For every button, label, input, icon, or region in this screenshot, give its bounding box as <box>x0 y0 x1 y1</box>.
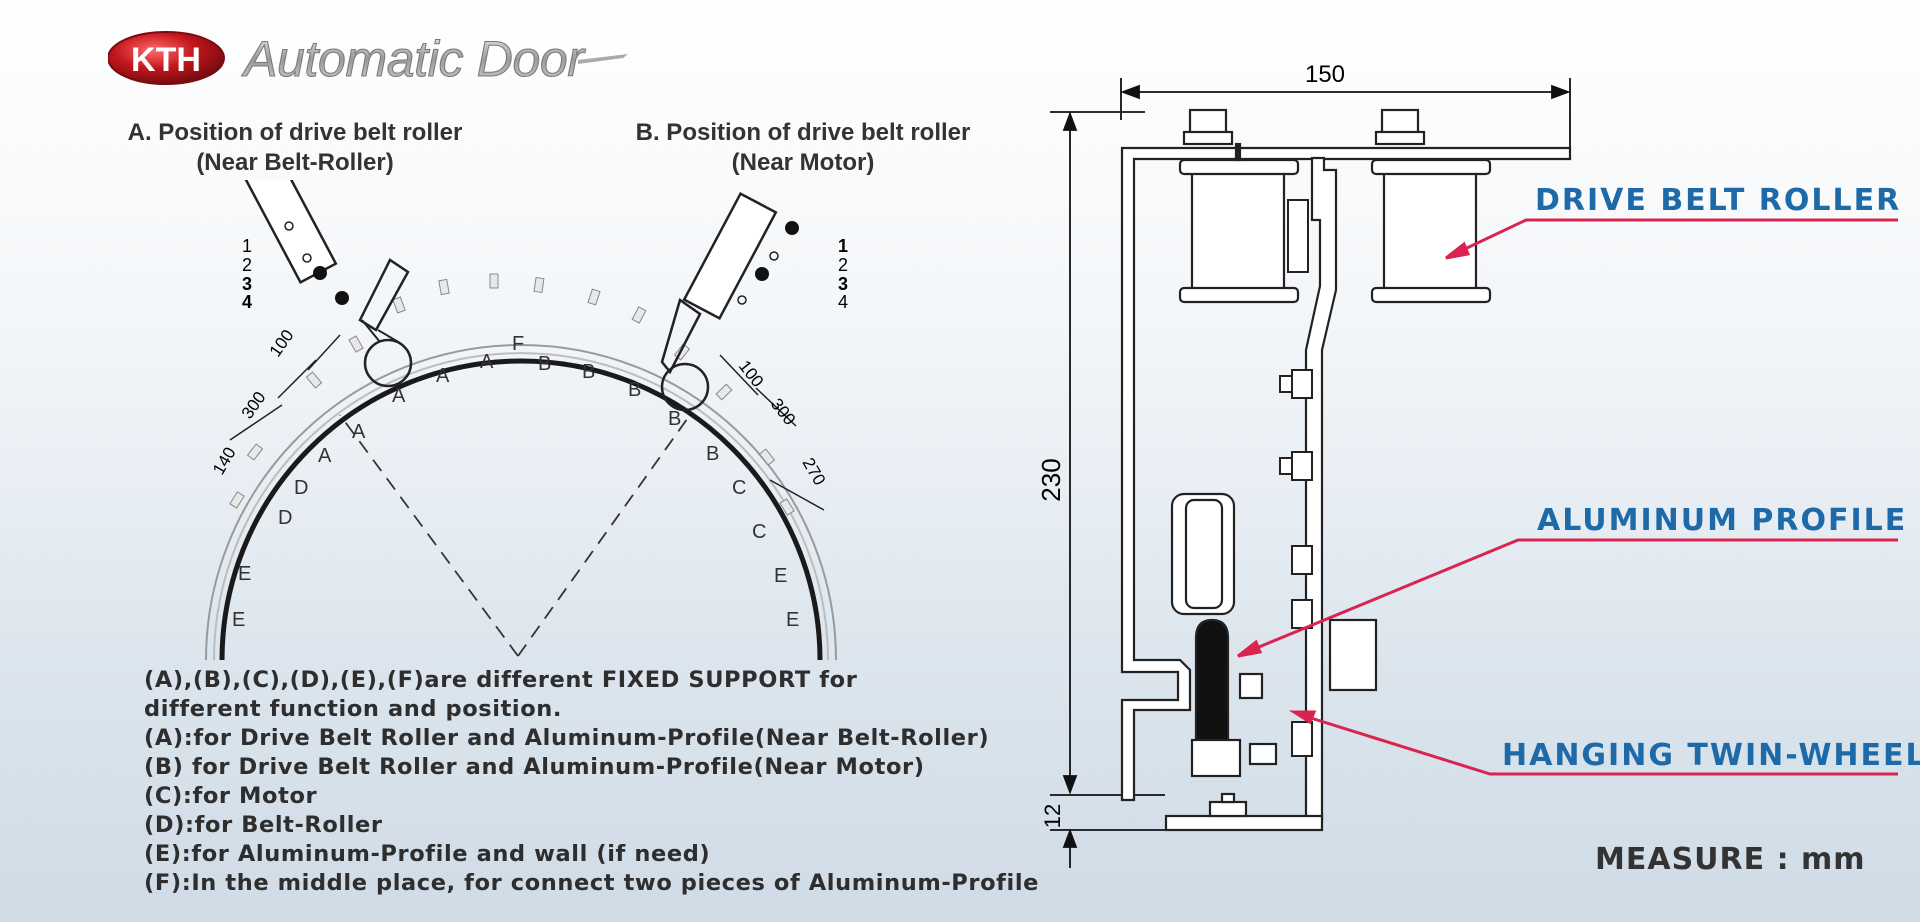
label-d-2: D <box>278 507 292 529</box>
label-a-2: A <box>436 365 450 387</box>
label-d-1: D <box>294 477 308 499</box>
aluminum-profile <box>1304 156 1338 822</box>
arc-middle <box>213 352 829 660</box>
label-a-1: A <box>392 385 406 407</box>
support-position-arc-diagram: 100 300 140 100 300 270 A A A A A F B B … <box>205 180 848 660</box>
drive-belt-roller-left <box>1178 108 1300 304</box>
label-b-3: B <box>628 379 641 401</box>
profile-slot <box>1287 199 1309 273</box>
roller-holes-a: 1 2 3 4 <box>242 236 252 312</box>
logo-wordmark: Automatic Door <box>241 31 586 87</box>
measure-unit-label: MEASURE : mm <box>1595 842 1866 877</box>
caption-a-line1: A. Position of drive belt roller <box>127 119 463 146</box>
caption-b-line2: (Near Motor) <box>731 149 875 176</box>
arc-profile <box>219 358 823 660</box>
profile-bolts <box>1279 369 1313 757</box>
dim-bottom-label: 12 <box>1040 804 1065 828</box>
callout-hanging-twin-wheel: HANGING TWIN-WHEEL <box>1502 738 1920 773</box>
hole-label-1-a: 1 <box>242 236 252 256</box>
callout-lines <box>1237 218 1898 776</box>
caption-position-a: A. Position of drive belt roller (Near B… <box>100 118 490 178</box>
roller-holes-b: 1 2 3 4 <box>838 236 848 312</box>
dim-140: 140 <box>209 444 240 478</box>
dim-100-right: 100 <box>735 357 767 391</box>
logo-badge-text: KTH <box>131 41 201 79</box>
note-line-4: (B) for Drive Belt Roller and Aluminum-P… <box>144 754 925 780</box>
callout-aluminum-profile: ALUMINUM PROFILE <box>1537 503 1908 538</box>
arc-outer <box>205 344 837 660</box>
support-tabs <box>229 273 795 516</box>
label-a-5: A <box>318 445 332 467</box>
dim-width-label: 150 <box>1305 61 1345 88</box>
hole-label-4-a: 4 <box>242 292 252 312</box>
note-line-6: (D):for Belt-Roller <box>144 812 383 838</box>
base-plate <box>1164 792 1324 832</box>
caption-position-b: B. Position of drive belt roller (Near M… <box>608 118 998 178</box>
dimension-ticks <box>229 334 825 511</box>
hanging-twin-wheel <box>1170 492 1378 778</box>
label-b-5: B <box>706 443 719 465</box>
label-a-4: A <box>352 421 366 443</box>
label-b-1: B <box>538 353 551 375</box>
drive-belt-roller-right <box>1370 108 1492 304</box>
label-e-2: E <box>232 609 245 631</box>
hole-label-3-a: 3 <box>242 274 252 294</box>
hole-label-4-b: 4 <box>838 292 848 312</box>
dim-height-label: 230 <box>1036 458 1066 501</box>
label-e-3: E <box>774 565 787 587</box>
dim-100-left: 100 <box>266 326 298 360</box>
dimension-height <box>1050 111 1165 868</box>
label-c-2: C <box>752 521 766 543</box>
side-view-drawing: 150 230 12 <box>1036 61 1898 868</box>
dim-270: 270 <box>799 455 830 489</box>
label-e-1: E <box>238 563 251 585</box>
dashed-line-right <box>517 414 691 657</box>
hole-label-1-b: 1 <box>838 236 848 256</box>
caption-a-line2: (Near Belt-Roller) <box>196 149 394 176</box>
label-b-4: B <box>668 408 681 430</box>
hole-label-2-a: 2 <box>242 255 252 275</box>
roller-bracket-a <box>242 180 410 344</box>
logo-swoosh <box>578 54 628 64</box>
callout-drive-belt-roller: DRIVE BELT ROLLER <box>1535 183 1902 218</box>
support-notes: (A),(B),(C),(D),(E),(F)are different FIX… <box>144 666 1040 898</box>
hole-label-3-b: 3 <box>838 274 848 294</box>
note-line-8: (F):In the middle place, for connect two… <box>144 870 1040 896</box>
label-c-1: C <box>732 477 746 499</box>
magnifier-circle-a <box>363 338 413 388</box>
label-b-2: B <box>582 361 595 383</box>
caption-b-line1: B. Position of drive belt roller <box>635 119 971 146</box>
main-bracket-plate <box>1120 146 1572 802</box>
note-line-1: (A),(B),(C),(D),(E),(F)are different FIX… <box>144 667 858 693</box>
roller-bracket-b <box>660 191 799 375</box>
label-a-3: A <box>480 351 494 373</box>
dimension-width <box>1120 78 1571 150</box>
dashed-line-left <box>339 414 519 657</box>
label-e-4: E <box>786 609 799 631</box>
label-f: F <box>512 333 524 355</box>
note-line-5: (C):for Motor <box>144 783 318 809</box>
logo-badge <box>108 31 225 85</box>
magnifier-circle-b <box>660 362 710 412</box>
kth-logo: KTH Automatic Door <box>108 31 628 88</box>
hole-label-2-b: 2 <box>838 255 848 275</box>
note-line-3: (A):for Drive Belt Roller and Aluminum-P… <box>144 725 990 751</box>
note-line-7: (E):for Aluminum-Profile and wall (if ne… <box>144 841 711 867</box>
note-line-2: different function and position. <box>144 696 563 722</box>
